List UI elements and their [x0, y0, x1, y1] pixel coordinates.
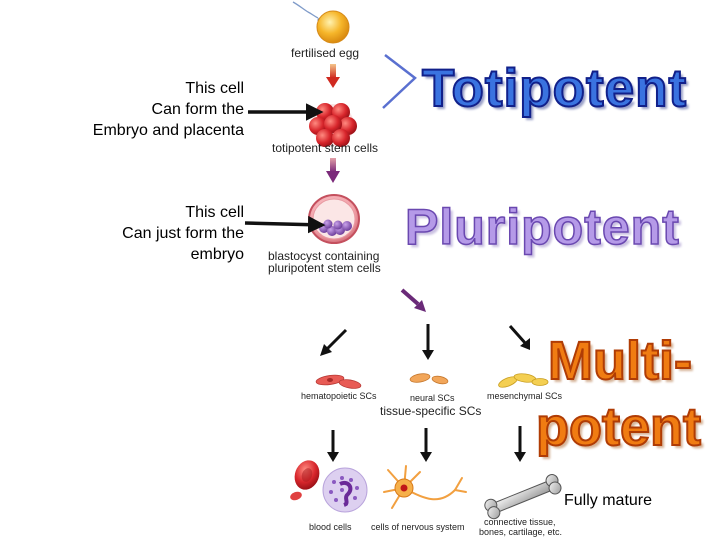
heading-totipotent: Totipotent [421, 58, 688, 119]
arrow-to-hematopoietic [320, 328, 348, 356]
label-line: blastocyst containing [268, 249, 380, 263]
label-line: bones, cartilage, etc. [479, 527, 563, 537]
note-line: Can form the [151, 101, 244, 118]
bone-icon [484, 474, 562, 520]
note-line: Embryo and placenta [92, 122, 244, 139]
heading-multipotent-line2: potent [535, 396, 702, 458]
note-line: This cell [185, 204, 244, 221]
arrow-to-blood [327, 430, 339, 462]
label-blastocyst: blastocyst containing pluripotent stem c… [268, 250, 381, 274]
heading-multipotent-line1: Multi- [547, 330, 693, 392]
mesenchymal-cells-icon [498, 373, 549, 388]
nerve-cell-icon [383, 465, 467, 509]
pointer-arrow-pluripotent [244, 215, 326, 234]
blood-cells-icon [290, 460, 368, 513]
arrow-to-nervous [420, 428, 432, 462]
label-totipotent-cells: totipotent stem cells [272, 141, 379, 155]
note-totipotent: This cell Can form the Embryo and placen… [93, 78, 244, 141]
note-line: This cell [185, 80, 244, 97]
arrow-to-neural [422, 324, 434, 360]
label-connective: connective tissue, bones, cartilage, etc… [479, 517, 562, 537]
down-arrow-icon [326, 158, 340, 183]
note-line: Can just form the [122, 225, 244, 242]
label-nervous-cells: cells of nervous system [371, 522, 465, 532]
hematopoietic-cells-icon [315, 374, 362, 389]
bracket-line [382, 54, 417, 109]
label-neural: neural SCs [410, 393, 455, 403]
blastocyst-icon [308, 194, 360, 244]
diagonal-arrow-icon [400, 288, 426, 312]
label-tissue-specific: tissue-specific SCs [380, 404, 482, 418]
label-fully-mature: Fully mature [564, 492, 653, 509]
neural-cells-icon [409, 373, 449, 385]
note-line: embryo [190, 246, 244, 263]
arrow-to-mesenchymal [508, 325, 530, 350]
fertilised-egg-icon [316, 10, 350, 44]
totipotent-cells-icon [309, 103, 357, 147]
label-line: connective tissue, [484, 517, 556, 527]
heading-pluripotent: Pluripotent [404, 198, 680, 256]
arrow-to-connective [514, 426, 526, 462]
label-fertilised-egg: fertilised egg [291, 46, 360, 60]
label-blood-cells: blood cells [309, 522, 352, 532]
note-pluripotent: This cell Can just form the embryo [122, 202, 244, 265]
down-arrow-icon [326, 64, 340, 88]
label-line: pluripotent stem cells [268, 261, 381, 275]
label-hematopoietic: hematopoietic SCs [301, 391, 377, 401]
label-mesenchymal: mesenchymal SCs [487, 391, 563, 401]
